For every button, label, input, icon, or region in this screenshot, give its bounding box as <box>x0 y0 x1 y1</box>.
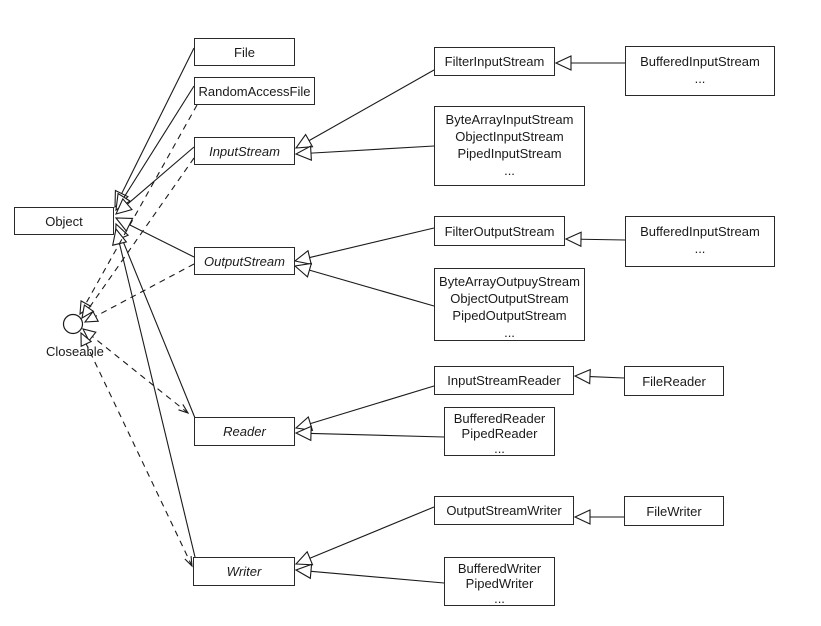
class-box-reader-subclasses: BufferedReader PipedReader ... <box>444 407 555 456</box>
ellipsis-label: ... <box>504 325 515 340</box>
class-box-input-stream: InputStream <box>194 137 295 165</box>
closeable-interface-circle <box>62 313 84 335</box>
class-box-output-stream-writer: OutputStreamWriter <box>434 496 574 525</box>
edge-output_stream_writer-to-writer <box>294 506 435 566</box>
class-name-label: ObjectOutputStream <box>450 291 569 306</box>
class-box-random-access-file: RandomAccessFile <box>194 77 315 105</box>
class-name-label: Object <box>45 213 83 229</box>
edge-buffered_input_stream_top-to-filter_input_stream <box>554 55 625 71</box>
class-name-label: PipedOutputStream <box>452 308 567 323</box>
ellipsis-label: ... <box>494 591 505 606</box>
edge-writer-to-closeable <box>80 331 193 568</box>
class-name-label: BufferedInputStream <box>640 224 760 239</box>
class-name-label: ObjectInputStream <box>455 129 564 144</box>
ellipsis-label: ... <box>494 441 505 456</box>
ellipsis-label: ... <box>694 71 706 86</box>
class-box-input-stream-reader: InputStreamReader <box>434 366 574 395</box>
edge-file_reader-to-input_stream_reader <box>573 368 625 385</box>
edge-reader-to-closeable <box>81 328 190 415</box>
class-name-label: File <box>234 44 255 60</box>
edge-random_access_file-to-object <box>115 85 195 212</box>
edge-file_writer-to-output_stream_writer <box>573 509 624 525</box>
edge-filter_input_stream-to-input_stream <box>294 69 435 149</box>
edge-writer-to-object <box>111 227 196 558</box>
class-box-output-stream-subclasses: ByteArrayOutpuyStream ObjectOutputStream… <box>434 268 585 341</box>
edge-output_stream-to-object <box>114 217 195 258</box>
class-box-buffered-input-stream-bottom: BufferedInputStream ... <box>625 216 775 267</box>
edge-input_stream-to-closeable <box>81 157 195 320</box>
closeable-interface-label: Closeable <box>46 344 104 359</box>
class-box-input-stream-subclasses: ByteArrayInputStream ObjectInputStream P… <box>434 106 585 186</box>
edge-buffered_input_stream_bottom-to-filter_output_stream <box>564 231 626 248</box>
class-box-filter-input-stream: FilterInputStream <box>434 47 555 76</box>
edge-reader-to-object <box>114 222 196 419</box>
class-name-label: BufferedInputStream <box>640 54 760 69</box>
edge-file-to-object <box>114 47 195 209</box>
edge-input_stream_reader-to-reader <box>294 385 435 431</box>
ellipsis-label: ... <box>694 241 706 256</box>
edge-filter_output_stream-to-output_stream <box>293 227 435 266</box>
edge-writer_subclasses-to-writer <box>294 563 445 584</box>
edge-output_stream_subclasses-to-output_stream <box>293 262 435 307</box>
class-name-label: FilterOutputStream <box>444 223 555 239</box>
class-name-label: PipedReader <box>461 426 538 441</box>
class-name-label: OutputStream <box>204 253 285 269</box>
class-box-buffered-input-stream-top: BufferedInputStream ... <box>625 46 775 96</box>
class-name-label: FileWriter <box>646 503 702 519</box>
class-box-file: File <box>194 38 295 66</box>
class-name-label: BufferedReader <box>453 411 546 426</box>
class-name-label: Reader <box>223 424 266 439</box>
class-name-label: ByteArrayOutpuyStream <box>439 274 580 289</box>
class-box-filter-output-stream: FilterOutputStream <box>434 216 565 246</box>
class-name-label: OutputStreamWriter <box>446 503 562 518</box>
class-name-label: FileReader <box>642 373 706 389</box>
edge-output_stream-to-closeable <box>83 263 195 323</box>
edge-reader_subclasses-to-reader <box>294 425 445 442</box>
class-name-label: BufferedWriter <box>457 561 542 576</box>
edge-input_stream-to-object <box>115 146 195 215</box>
class-name-label: InputStream <box>209 143 280 159</box>
class-name-label: PipedInputStream <box>457 146 562 161</box>
ellipsis-label: ... <box>504 163 515 178</box>
class-box-writer-subclasses: BufferedWriter PipedWriter ... <box>444 557 555 606</box>
class-box-object: Object <box>14 207 114 235</box>
class-box-output-stream: OutputStream <box>194 247 295 275</box>
class-box-writer: Writer <box>193 557 295 586</box>
class-name-label: InputStreamReader <box>447 373 561 388</box>
class-name-label: Writer <box>226 564 262 579</box>
class-box-file-writer: FileWriter <box>624 496 724 526</box>
class-name-label: PipedWriter <box>465 576 534 591</box>
class-box-file-reader: FileReader <box>624 366 724 396</box>
class-name-label: ByteArrayInputStream <box>445 112 574 127</box>
edge-input_stream_subclasses-to-input_stream <box>294 145 435 161</box>
class-name-label: FilterInputStream <box>444 54 545 69</box>
class-name-label: RandomAccessFile <box>198 83 311 99</box>
class-box-reader: Reader <box>194 417 295 446</box>
